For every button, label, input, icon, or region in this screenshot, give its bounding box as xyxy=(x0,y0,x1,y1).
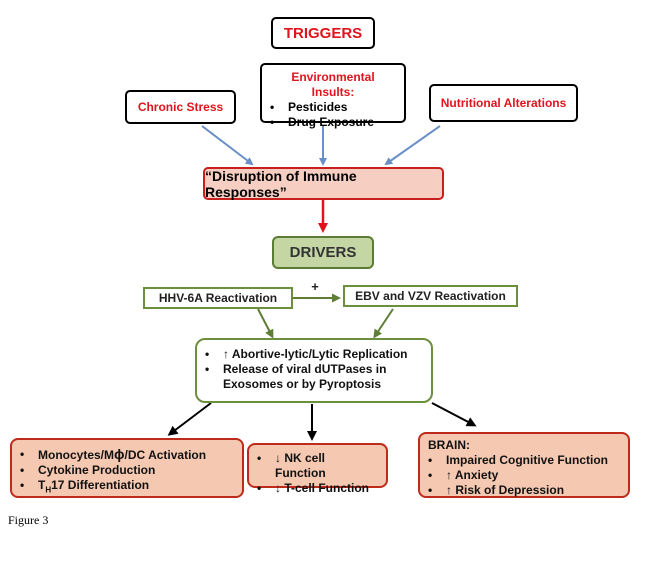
environmental-insults-box: Environmental Insults: •Pesticides •Drug… xyxy=(260,63,406,129)
chronic-stress-box: Chronic Stress xyxy=(125,90,236,124)
ebv-vzv-label: EBV and VZV Reactivation xyxy=(355,289,506,303)
replication-item-lytic: •↑ Abortive-lytic/Lytic Replication xyxy=(205,347,408,361)
env-item-drug-exposure: •Drug Exposure xyxy=(270,115,375,129)
disruption-box: “Disruption of Immune Responses” xyxy=(203,167,444,200)
disruption-label: “Disruption of Immune Responses” xyxy=(205,167,357,200)
replication-item-dutpases: •Release of viral dUTPases in Exosomes o… xyxy=(205,362,387,391)
brain-title: BRAIN: xyxy=(428,438,470,452)
chronic-stress-label: Chronic Stress xyxy=(137,100,224,114)
triggers-title-box: TRIGGERS xyxy=(271,17,375,49)
immune-activation-box: • Monocytes/Mϕ/DC Activation •Cytokine P… xyxy=(10,438,244,498)
env-item-pesticides: •Pesticides xyxy=(270,100,348,114)
drivers-title: DRIVERS xyxy=(289,244,357,261)
brain-box: BRAIN: •Impaired Cognitive Function •↑ A… xyxy=(418,432,630,498)
brain-item-depression: •↑ Risk of Depression xyxy=(428,483,565,497)
arrow-nutrition-to-disruption xyxy=(384,125,441,166)
immune-item-cytokine: •Cytokine Production xyxy=(20,463,156,477)
immune-item-monocytes: • Monocytes/Mϕ/DC Activation xyxy=(20,446,207,463)
arrow-stress-to-disruption xyxy=(201,125,254,166)
arrow-replication-to-immune xyxy=(167,402,212,436)
drivers-title-box: DRIVERS xyxy=(272,236,374,269)
replication-box: •↑ Abortive-lytic/Lytic Replication •Rel… xyxy=(195,338,433,403)
triggers-title: TRIGGERS xyxy=(283,24,363,42)
plus-sign: + xyxy=(311,279,319,294)
nk-item-nk: •↓ NK cell Function xyxy=(257,451,326,480)
immune-item-th17: • TH17 Differentiation xyxy=(20,478,150,495)
arrow-replication-to-brain xyxy=(431,402,477,427)
nk-tcell-box: •↓ NK cell Function •↓ T-cell Function xyxy=(247,443,388,495)
figure-caption: Figure 3 xyxy=(8,513,49,527)
brain-item-anxiety: •↑ Anxiety xyxy=(428,468,499,482)
hhv-6a-label: HHV-6A Reactivation xyxy=(158,291,278,305)
arrow-hhv-to-replication xyxy=(257,308,274,339)
ebv-vzv-box: EBV and VZV Reactivation xyxy=(343,285,518,307)
hhv-6a-box: HHV-6A Reactivation xyxy=(143,287,293,309)
nutritional-alterations-box: Nutritional Alterations xyxy=(429,84,578,122)
brain-item-cognitive: •Impaired Cognitive Function xyxy=(428,453,609,467)
nk-item-tcell: •↓ T-cell Function xyxy=(257,481,370,495)
environmental-insults-title: Environmental Insults: xyxy=(291,70,375,99)
arrow-ebv-to-replication xyxy=(373,308,394,339)
nutritional-alterations-label: Nutritional Alterations xyxy=(440,96,567,110)
